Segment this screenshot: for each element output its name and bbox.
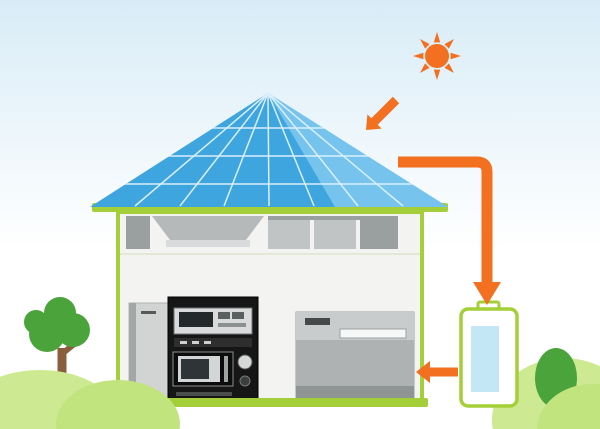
display: [179, 312, 213, 327]
battery-cell: [471, 326, 499, 392]
window: [126, 216, 150, 249]
grid-line: [179, 93, 269, 207]
window-top-shade: [268, 216, 398, 220]
flow-roof-to-battery: [398, 156, 501, 305]
arrow-sun-to-roof: [366, 96, 400, 130]
dial-knob: [237, 354, 253, 370]
grid-line: [267, 93, 315, 207]
arrow-down-icon: [473, 282, 501, 305]
grid-line: [267, 93, 359, 207]
bushes-left: [0, 370, 180, 429]
range-hood: [152, 216, 264, 240]
panel-button: [232, 312, 244, 319]
grid-line: [267, 93, 270, 207]
window: [314, 216, 356, 249]
range-hood-base: [166, 240, 250, 247]
flow-line: [398, 156, 493, 284]
refrigerator-edge: [129, 303, 136, 403]
small-knob: [239, 375, 251, 387]
appliances: [128, 296, 415, 404]
arrow-battery-to-appliances: [416, 361, 458, 383]
vent-slot: [204, 341, 211, 344]
bush: [56, 380, 180, 429]
dishwasher: [295, 311, 415, 403]
house: [90, 93, 448, 407]
sun-rays: [413, 32, 461, 80]
grid-line: [223, 93, 269, 207]
storage-battery: [459, 300, 519, 408]
floor-divider: [120, 253, 420, 255]
sun-core: [425, 44, 449, 68]
window: [360, 216, 398, 249]
bushes-right: [492, 348, 600, 429]
dishwasher-handle: [339, 328, 407, 339]
grid-line: [267, 93, 404, 207]
dishwasher-control-slot: [305, 318, 330, 325]
kitchen-unit: [167, 296, 259, 404]
tree-foliage: [44, 297, 76, 329]
refrigerator-handle: [141, 311, 156, 314]
vent-slot: [192, 341, 199, 344]
tree-foliage: [24, 310, 48, 334]
window: [268, 216, 310, 249]
dishwasher-door: [296, 340, 414, 386]
panel-buttons-row: [218, 323, 246, 327]
grid-line: [134, 93, 269, 207]
microwave-glass: [181, 359, 209, 379]
panel-button: [218, 312, 230, 319]
bush: [537, 384, 600, 429]
microwave-handle: [224, 356, 228, 382]
roof-highlight: [268, 93, 448, 207]
vent-strip: [174, 338, 252, 347]
second-floor: [126, 216, 398, 249]
vent-slot: [180, 341, 187, 344]
solar-panel-roof: [90, 93, 448, 207]
energy-flow: [366, 96, 501, 383]
sun-icon: [413, 32, 461, 80]
house-base: [112, 398, 428, 407]
button-row: [176, 392, 232, 396]
